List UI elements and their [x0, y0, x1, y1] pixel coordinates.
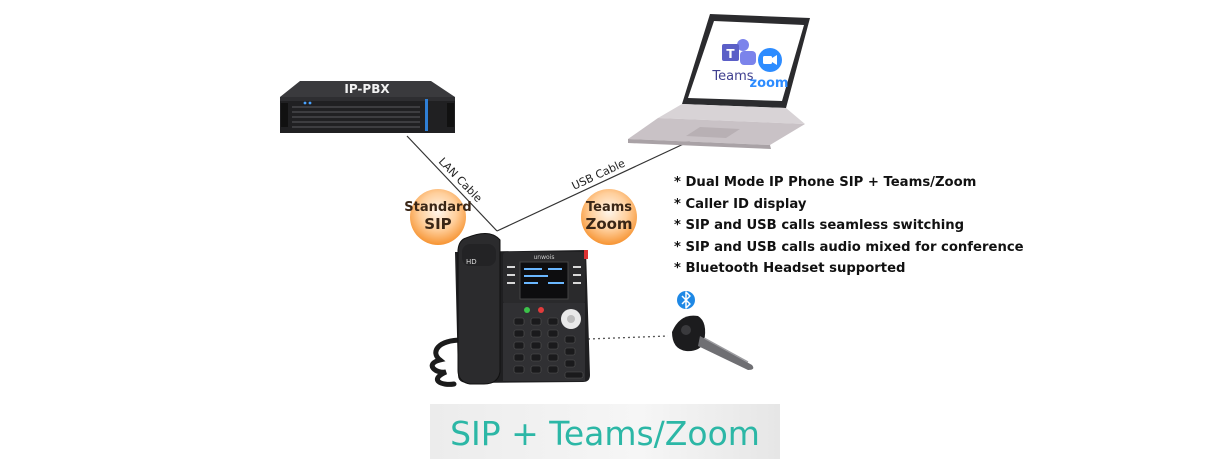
teams-zoom-badge-line2: Zoom: [585, 214, 633, 233]
feature-list: * Dual Mode IP Phone SIP + Teams/Zoom * …: [674, 172, 1024, 280]
feature-item: * SIP and USB calls audio mixed for conf…: [674, 239, 1024, 255]
feature-item: * Dual Mode IP Phone SIP + Teams/Zoom: [674, 175, 977, 190]
phone-brand-logo: unwois: [534, 254, 555, 261]
banner-title: SIP + Teams/Zoom: [450, 414, 760, 453]
feature-item: * SIP and USB calls seamless switching: [674, 218, 965, 233]
svg-text:T: T: [726, 47, 735, 61]
usb-cable: [496, 140, 691, 232]
title-banner: SIP + Teams/Zoom: [430, 404, 780, 459]
teams-app-label: Teams: [711, 69, 753, 84]
zoom-logo-icon: [758, 48, 782, 72]
teams-zoom-badge: Teams Zoom: [581, 189, 637, 245]
standard-sip-badge-line2: SIP: [424, 214, 452, 233]
standard-sip-badge: Standard SIP: [404, 189, 472, 245]
bluetooth-headset: [672, 315, 754, 370]
bluetooth-icon: [677, 291, 695, 309]
phone-hd-logo: HD: [466, 258, 477, 266]
teams-logo-icon: T: [722, 39, 756, 65]
ip-pbx-server: [280, 81, 455, 133]
feature-item: * Bluetooth Headset supported: [674, 261, 906, 276]
lan-cable: [406, 135, 498, 232]
bluetooth-link: [587, 335, 669, 340]
zoom-app-label: zoom: [750, 76, 789, 91]
teams-zoom-badge-line1: Teams: [585, 199, 632, 215]
pbx-label: IP-PBX: [344, 82, 390, 96]
feature-item: * Caller ID display: [674, 196, 807, 212]
standard-sip-badge-line1: Standard: [404, 199, 472, 215]
ip-phone: [429, 233, 590, 387]
